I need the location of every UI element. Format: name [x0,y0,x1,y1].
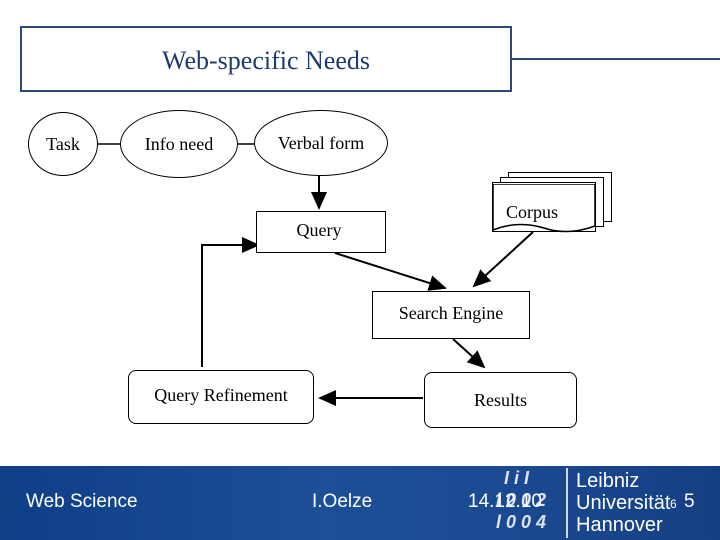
node-query-refinement: Query Refinement [128,370,314,424]
footer-bar: Web Science I.Oelze 14.12.10 I i I l 0 0… [0,466,720,540]
logo-glyph-top: I i I [504,468,530,488]
node-info-need-label: Info need [144,133,214,154]
logo-line-1: Leibniz [576,470,640,492]
title-rule [512,58,720,60]
university-logo-icon: I i I l 0 0 2 l 0 0 4 [492,466,560,540]
footer-course: Web Science [26,491,138,512]
node-results: Results [424,372,577,428]
node-task-label: Task [46,133,80,154]
node-search-engine: Search Engine [372,291,530,339]
slide-title-box: Web-specific Needs [20,26,512,92]
footer-page-small: 6 [670,497,677,511]
node-query: Query [256,211,386,253]
node-results-label: Results [473,389,527,410]
edge-searchengine-results [452,338,486,369]
node-verbal-form: Verbal form [254,110,388,176]
edge-query-searchengine [334,252,447,291]
corpus-page-wave [492,184,596,233]
edge-refinement-query [201,237,260,367]
node-search-engine-label: Search Engine [398,302,504,323]
node-query-refinement-label: Query Refinement [154,384,288,405]
node-query-label: Query [296,219,342,240]
edge-corpus-searchengine [472,231,534,288]
footer-page-number: 5 [684,491,695,512]
slide-title: Web-specific Needs [162,46,370,75]
footer-author: I.Oelze [312,491,373,512]
node-task: Task [28,112,98,176]
logo-divider [566,468,568,538]
logo-line-2: Universität [576,492,671,514]
node-corpus: Corpus [488,172,612,234]
node-verbal-form-label: Verbal form [277,132,365,153]
node-info-need: Info need [120,110,238,178]
node-corpus-label: Corpus [506,202,559,222]
logo-glyph-bot: l 0 0 4 [496,512,547,532]
footer-date: 14.12.10 [468,491,542,512]
logo-glyph-mid: l 0 0 2 [496,490,547,510]
logo-line-3: Hannover [576,514,663,536]
